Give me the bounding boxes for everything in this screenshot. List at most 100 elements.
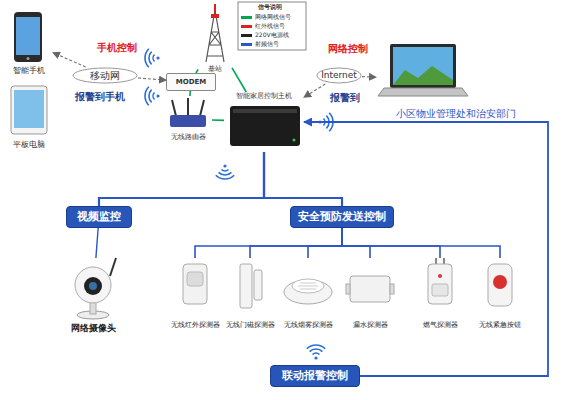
router-body <box>170 115 206 127</box>
node-text: 无线门磁探测器 <box>226 321 275 329</box>
modem-box: MODEM <box>166 73 216 91</box>
legend-swatch <box>241 25 252 28</box>
laptop-wallpaper <box>393 66 453 85</box>
tower-antenna <box>214 4 216 12</box>
process-box: 安全预防发送控制 <box>290 206 394 228</box>
smoke-cover <box>292 279 324 293</box>
connector-line <box>304 122 548 376</box>
legend-row: 射频信号 <box>241 40 305 49</box>
connector-line <box>96 228 98 258</box>
tablet-body <box>11 86 47 134</box>
connector-line <box>195 228 342 258</box>
gas-grille <box>432 284 448 296</box>
oval-shape <box>73 68 137 83</box>
legend-text: 红外线信号 <box>255 22 285 31</box>
detector-device: 燃气探测器 <box>413 258 468 330</box>
router-device: 无线路由器 <box>164 96 212 142</box>
network-oval: Internet <box>316 67 362 84</box>
connector-line <box>308 228 342 258</box>
node-text: 无线路由器 <box>171 133 206 141</box>
tower-dish <box>211 14 219 18</box>
legend-swatch <box>241 16 252 19</box>
connector-line <box>196 69 198 73</box>
node-text: 网络摄像头 <box>71 323 116 333</box>
phone-screen <box>16 17 40 55</box>
connector-line <box>342 228 500 258</box>
connector-line <box>232 68 246 92</box>
phone-device: 智能手机 <box>5 8 53 76</box>
node-text: 无线红外探测器 <box>171 321 220 329</box>
emergency-push <box>493 275 507 289</box>
legend-swatch <box>241 43 252 46</box>
infrared-lens <box>187 272 203 286</box>
wifi-symbol <box>307 345 325 360</box>
detector-device: 无线烟雾探测器 <box>281 258 336 330</box>
wifi-symbol <box>145 49 160 67</box>
legend: 网络网线信号红外线信号220V电源线射频信号 <box>241 13 305 49</box>
camera-antenna <box>110 258 116 276</box>
door-sensor <box>240 264 252 308</box>
host-panel <box>233 109 297 113</box>
infrared-detector <box>183 264 207 304</box>
gas-plug <box>436 258 444 264</box>
node-text: 移动网 <box>90 70 120 82</box>
detector-device: 漏水探测器 <box>343 258 398 330</box>
phone-body <box>14 12 42 62</box>
annotation-label: 网络控制 <box>328 43 368 54</box>
node-text: 基站 <box>208 65 222 73</box>
annotation-label: 报警到手机 <box>75 91 125 102</box>
wifi-symbol <box>216 164 234 179</box>
laptop-device: 小区物业管理处和治安部门 <box>376 42 536 120</box>
node-text: 燃气探测器 <box>423 321 458 329</box>
gas-led <box>438 274 442 278</box>
node-text: 安全预防发送控制 <box>298 211 386 224</box>
node-text: 无线烟雾探测器 <box>284 321 333 329</box>
legend-text: 射频信号 <box>255 40 279 49</box>
smoke-detector <box>284 280 332 304</box>
detector-device: 无线红外探测器 <box>168 258 223 330</box>
node-text: MODEM <box>176 78 206 86</box>
annotation-label: 报警到 <box>330 92 360 103</box>
connector-line <box>362 76 376 78</box>
connector-line <box>304 84 325 97</box>
connector-line <box>342 228 440 258</box>
legend-text: 网络网线信号 <box>255 13 291 22</box>
connector-line <box>342 228 370 258</box>
gas-detector <box>428 264 452 304</box>
node-text: Internet <box>321 70 357 80</box>
legend-swatch <box>241 34 252 37</box>
tablet-screen <box>14 90 44 128</box>
annotation-label: 信号说明 <box>258 4 282 11</box>
legend-row: 网络网线信号 <box>241 13 305 22</box>
annotation-label: 手机控制 <box>97 42 137 53</box>
node-text: 漏水探测器 <box>353 321 388 329</box>
detector-device: 无线门磁探测器 <box>223 258 278 330</box>
camera-glass <box>89 282 97 290</box>
process-box: 视频监控 <box>66 206 132 228</box>
legend-row: 红外线信号 <box>241 22 305 31</box>
node-text: 小区物业管理处和治安部门 <box>396 108 516 120</box>
node-text: 智能手机 <box>13 66 45 75</box>
door-magnet <box>254 270 262 300</box>
connector-line <box>250 228 342 258</box>
tablet-device: 平板电脑 <box>5 82 53 150</box>
process-box: 联动报警控制 <box>270 365 360 387</box>
emergency-button <box>488 264 512 306</box>
camera-ball <box>75 267 111 303</box>
host-led <box>293 139 296 142</box>
router-antenna <box>172 98 204 116</box>
connector-line <box>53 53 86 67</box>
connector-line <box>212 119 224 121</box>
node-text: 平板电脑 <box>13 140 45 149</box>
tower-lattice <box>206 10 224 62</box>
legend-frame <box>238 2 306 50</box>
network-oval: 移动网 <box>72 67 138 84</box>
connector-line <box>99 152 264 206</box>
wifi-symbol <box>318 113 333 131</box>
host-body <box>230 106 300 146</box>
water-tab <box>390 284 394 294</box>
host-device: 智能家居控制主机 <box>224 92 304 152</box>
